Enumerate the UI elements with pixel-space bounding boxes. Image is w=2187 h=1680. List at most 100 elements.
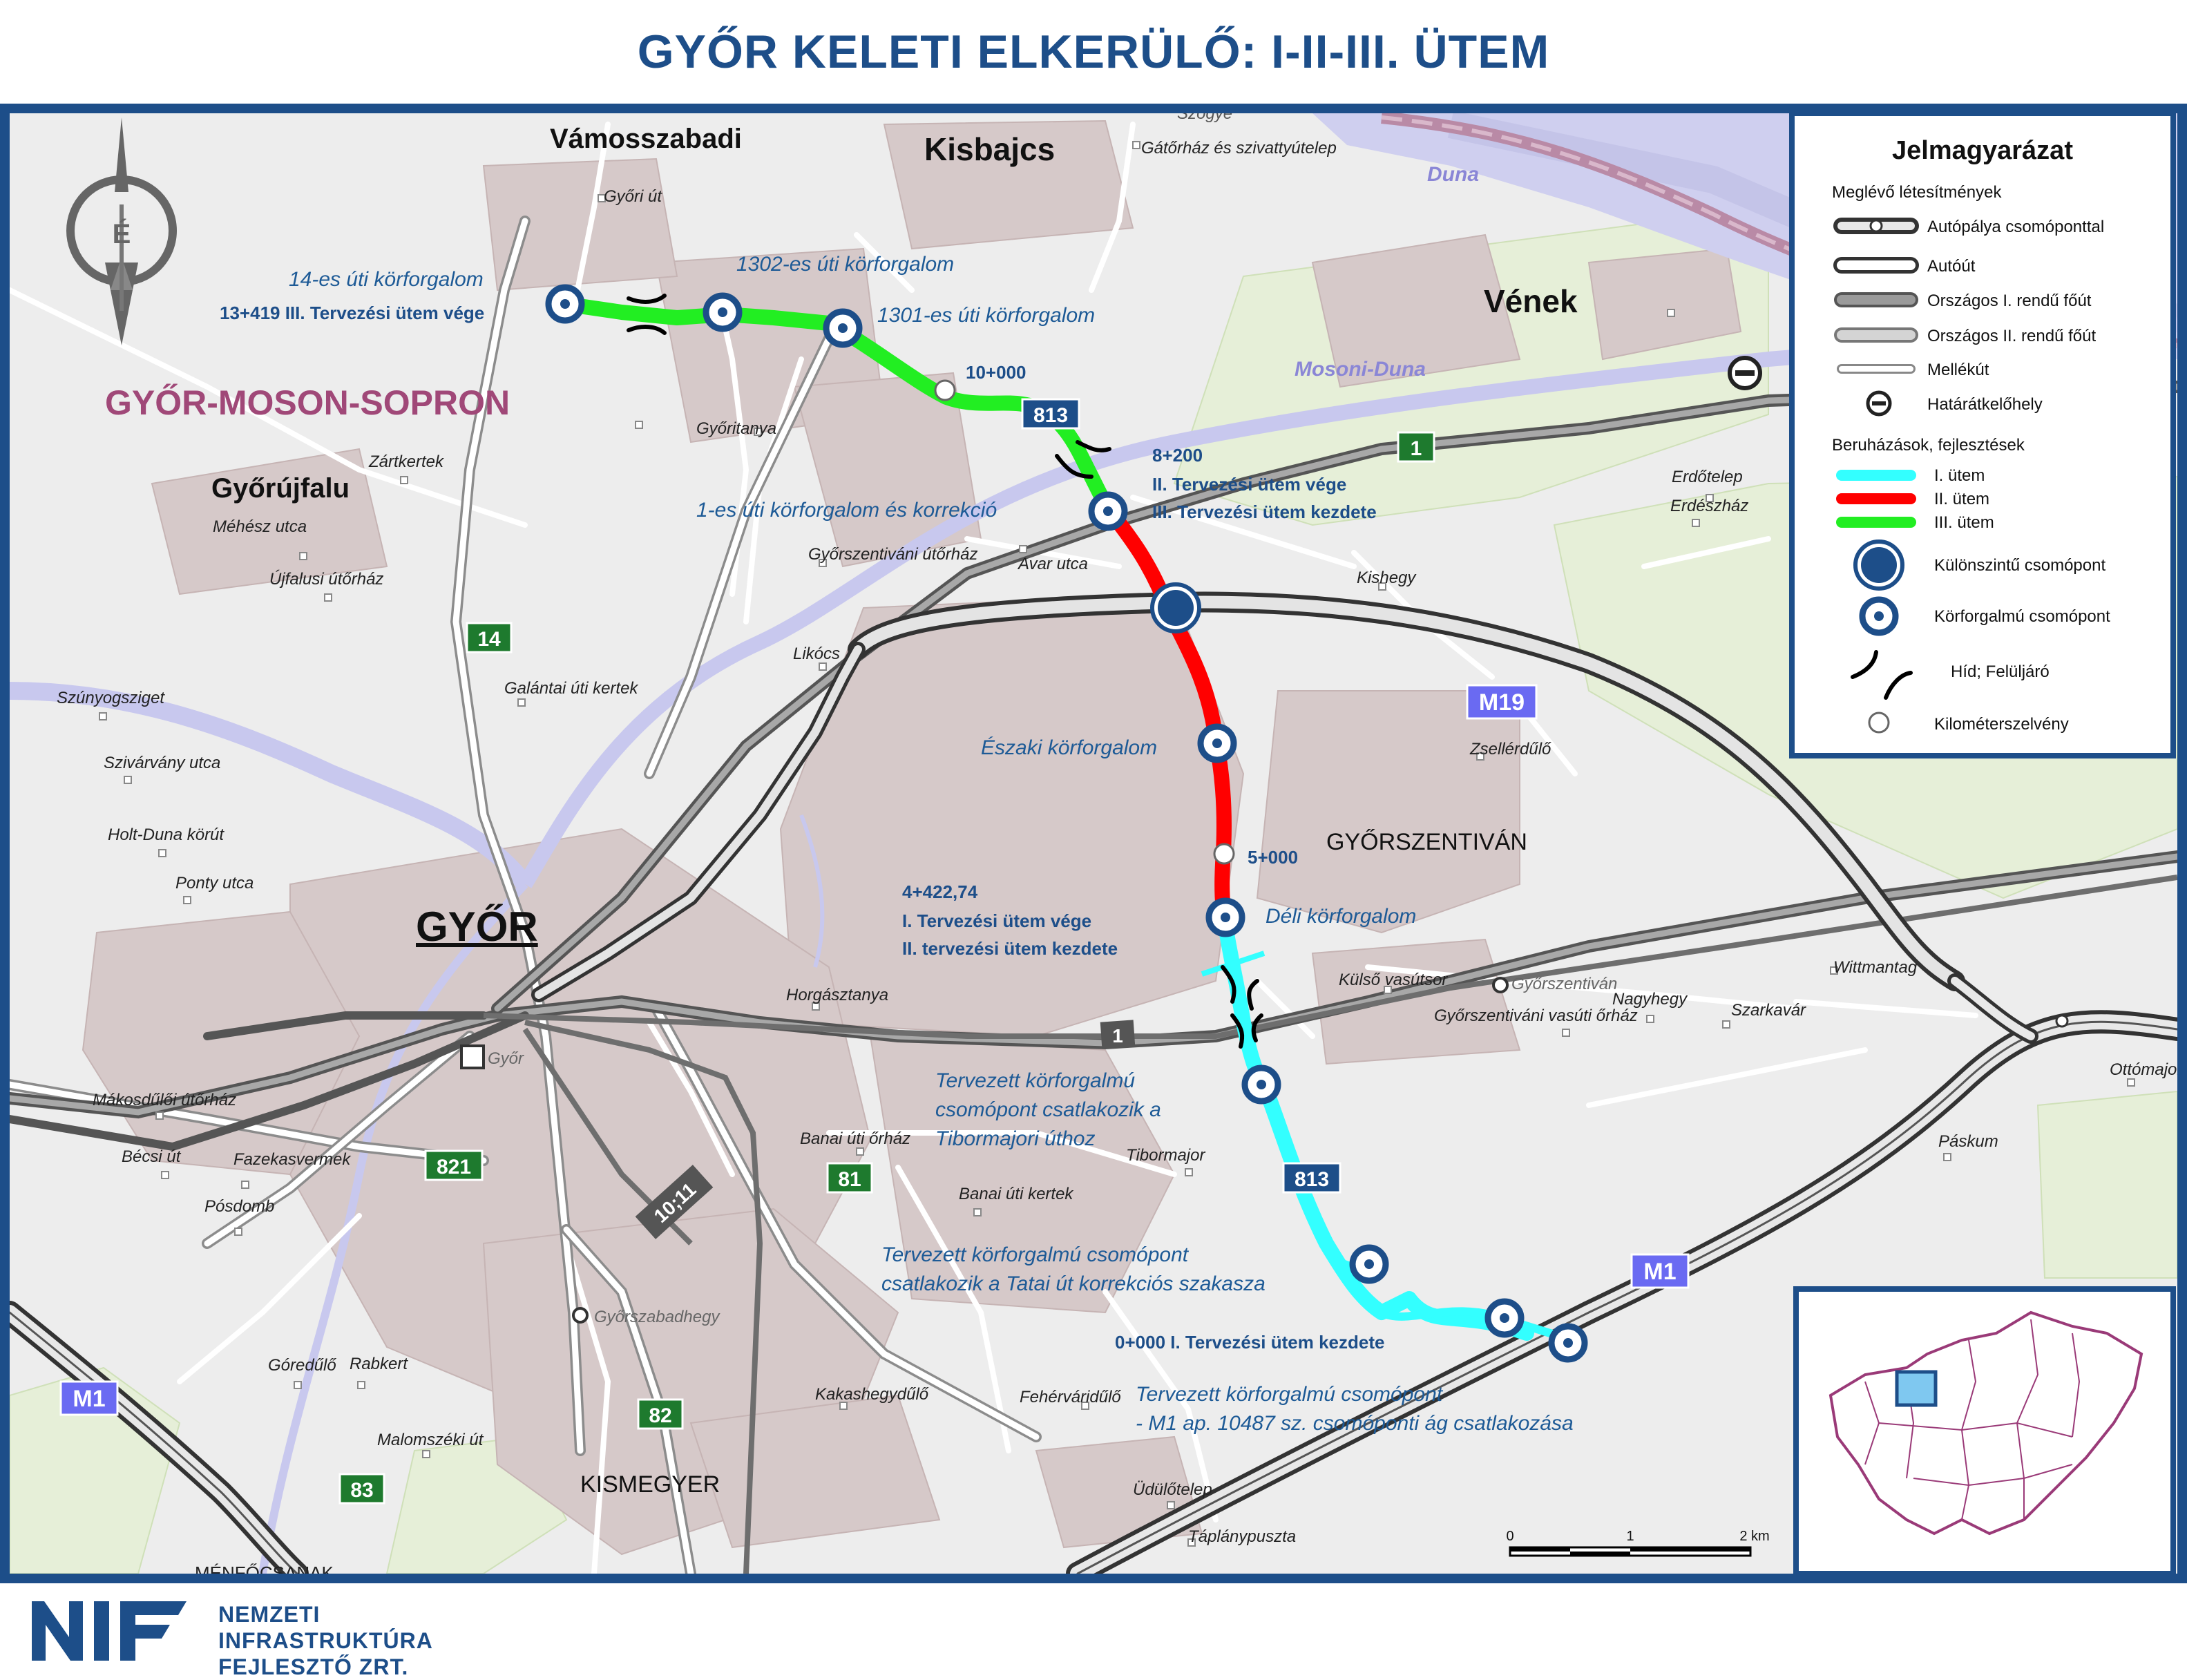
- label-kisbajcs: Kisbajcs: [924, 131, 1055, 167]
- annotation-km5000: 5+000: [1248, 847, 1298, 868]
- label-gyorszentivan: GYŐRSZENTIVÁN: [1326, 829, 1527, 855]
- svg-text:82: 82: [649, 1404, 671, 1427]
- label-galantai-uti-kertek: Galántai úti kertek: [504, 679, 639, 698]
- compass-north-letter: É: [113, 218, 131, 249]
- annotation-m1-1: Tervezett körforgalmú csomópont: [1136, 1383, 1444, 1406]
- svg-text:83: 83: [350, 1479, 373, 1502]
- svg-text:0: 0: [1506, 1529, 1513, 1544]
- label-gyorszentivani-vasuti-orhaz: Győrszentiváni vasúti őrház: [1434, 1006, 1638, 1025]
- svg-text:Autópálya csomóponttal: Autópálya csomóponttal: [1927, 218, 2104, 236]
- label-fehervardulo: Fehérváridűlő: [1020, 1388, 1121, 1406]
- road-shield-83: 83: [338, 1473, 385, 1505]
- nif-line-2: INFRASTRUKTÚRA: [218, 1628, 433, 1653]
- legend-km-marker-icon: [1868, 712, 1890, 734]
- legend-grade-separated-icon: [1853, 540, 1904, 591]
- scale-bar: 0 1 2 km: [1506, 1529, 1770, 1557]
- label-zartkertek: Zártkertek: [368, 452, 445, 471]
- roundabout-m1-icon: [1484, 1298, 1525, 1338]
- border-crossing-icon: [1728, 356, 1762, 390]
- place-dots: [99, 141, 2135, 1547]
- label-ujfalusi-utorhaz: Újfalusi útőrház: [269, 570, 383, 589]
- gyorszabadhegy-station-icon: [572, 1307, 589, 1324]
- label-tibormajor: Tibormajor: [1126, 1146, 1205, 1165]
- label-rabkert: Rabkert: [350, 1355, 408, 1373]
- label-region: GYŐR-MOSON-SOPRON: [105, 383, 510, 422]
- label-banai-uti-kertek: Banai úti kertek: [959, 1185, 1074, 1203]
- roundabout-1302-icon: [703, 292, 743, 332]
- label-avar-utca: Avar utca: [1017, 555, 1088, 573]
- km-marker-5000: [1213, 843, 1235, 865]
- annotation-r1302: 1302-es úti körforgalom: [736, 253, 954, 276]
- label-makosduloi-utorhaz: Mákosdűlői útőrház: [93, 1091, 236, 1109]
- annotation-stage1-end: I. Tervezési ütem vége: [902, 910, 1091, 931]
- legend-motorway-icon: [1833, 218, 1919, 234]
- roundabout-tibormajor-icon: [1241, 1065, 1281, 1105]
- label-erdeszhaz: Erdészház: [1670, 497, 1748, 515]
- roundabout-tatai-icon: [1349, 1244, 1389, 1284]
- label-fazekasvermek: Fazekasvermek: [233, 1150, 352, 1169]
- grade-separated-junction-icon: [1150, 582, 1201, 633]
- label-ponty-utca: Ponty utca: [175, 874, 254, 892]
- annotation-tatai-1: Tervezett körforgalmú csomópont: [881, 1243, 1190, 1266]
- annotation-r1301: 1301-es úti körforgalom: [877, 304, 1095, 327]
- project-annotations: 14-es úti körforgalom 13+419 III. Tervez…: [220, 253, 1574, 1435]
- svg-text:M1: M1: [73, 1386, 105, 1412]
- svg-text:Híd; Felüljáró: Híd; Felüljáró: [1951, 662, 2050, 681]
- compass-icon: É: [66, 117, 177, 345]
- label-ottomajor: Ottómajor: [2110, 1060, 2183, 1079]
- footer: [0, 1583, 2187, 1668]
- hungary-outline: [1828, 1310, 2143, 1536]
- m1-m19-junction-icon: [2055, 1014, 2069, 1028]
- label-szunyogsziget: Szúnyogsziget: [57, 689, 165, 707]
- motorway-shield-m19: M19: [1466, 684, 1538, 720]
- annotation-southern-roundabout: Déli körforgalom: [1266, 905, 1416, 928]
- label-taplanypuszta: Táplánypuszta: [1188, 1527, 1296, 1546]
- road-shield-813-south: 813: [1282, 1162, 1341, 1194]
- label-holt-duna-korut: Holt-Duna körút: [108, 825, 225, 844]
- svg-text:III. ütem: III. ütem: [1934, 513, 1994, 532]
- gyor-station-icon: [460, 1044, 485, 1069]
- gyorszentivan-station-icon: [1492, 977, 1509, 993]
- annotation-r14-roundabout: 14-es úti körforgalom: [289, 268, 484, 291]
- svg-text:821: 821: [437, 1156, 471, 1178]
- inset-map-hungary: [1793, 1286, 2176, 1576]
- roundabout-1301-icon: [823, 308, 863, 348]
- label-gyorszentivani-utorhaz: Győrszentiváni útőrház: [808, 545, 977, 564]
- m1-motorway: [10, 973, 2177, 1574]
- nif-line-1: NEMZETI: [218, 1602, 321, 1627]
- road-shield-813-north: 813: [1021, 398, 1080, 430]
- road-shields: 14 1 813 813 81 821 82 83 1 10;11 M19 M1…: [59, 398, 1690, 1505]
- annotation-km4422: 4+422,74: [902, 881, 978, 902]
- svg-text:1: 1: [1626, 1529, 1634, 1544]
- svg-text:M1: M1: [1643, 1259, 1676, 1285]
- place-labels: Győri út Szögye Gátőrház és szivattyútel…: [57, 113, 2183, 1574]
- road-shield-1-rail: 1: [1100, 1020, 1136, 1049]
- label-posdomb: Pósdomb: [204, 1197, 274, 1216]
- label-likocs: Likócs: [793, 645, 840, 663]
- annotation-km0000: 0+000 I. Tervezési ütem kezdete: [1115, 1332, 1384, 1353]
- km-marker-10000: [934, 379, 956, 401]
- label-vamosszabadi: Vámosszabadi: [550, 124, 742, 154]
- label-gyorszentivan-station: Győrszentiván: [1511, 975, 1617, 993]
- svg-text:81: 81: [838, 1168, 861, 1191]
- label-wittmantag: Wittmantag: [1833, 958, 1918, 977]
- legend-bridge-icon: [1851, 650, 1913, 700]
- label-horgasztanya: Horgásztanya: [786, 986, 888, 1004]
- roundabout-southern-icon: [1205, 897, 1245, 937]
- label-banai-uti-orhaz: Banai úti őrház: [800, 1129, 910, 1148]
- annotation-tibormajori-3: Tibormajori úthoz: [935, 1127, 1096, 1150]
- inset-location-marker: [1895, 1370, 1938, 1407]
- label-duna: Duna: [1427, 163, 1479, 186]
- roundabout-northern-icon: [1197, 723, 1237, 763]
- legend-border-crossing-icon: [1866, 390, 1892, 417]
- svg-text:813: 813: [1295, 1168, 1329, 1191]
- svg-text:M19: M19: [1479, 689, 1525, 716]
- svg-text:Mellékút: Mellékút: [1927, 361, 1989, 379]
- road-shield-14: 14: [466, 622, 513, 653]
- label-paskum: Páskum: [1938, 1132, 1998, 1151]
- nif-line-3: FEJLESZTŐ ZRT.: [218, 1654, 409, 1679]
- label-gorodulo: Góredűlő: [268, 1356, 336, 1375]
- map-title: GYŐR KELETI ELKERÜLŐ: I-II-III. ÜTEM: [637, 26, 1550, 78]
- roundabout-junctions: [545, 284, 1588, 1363]
